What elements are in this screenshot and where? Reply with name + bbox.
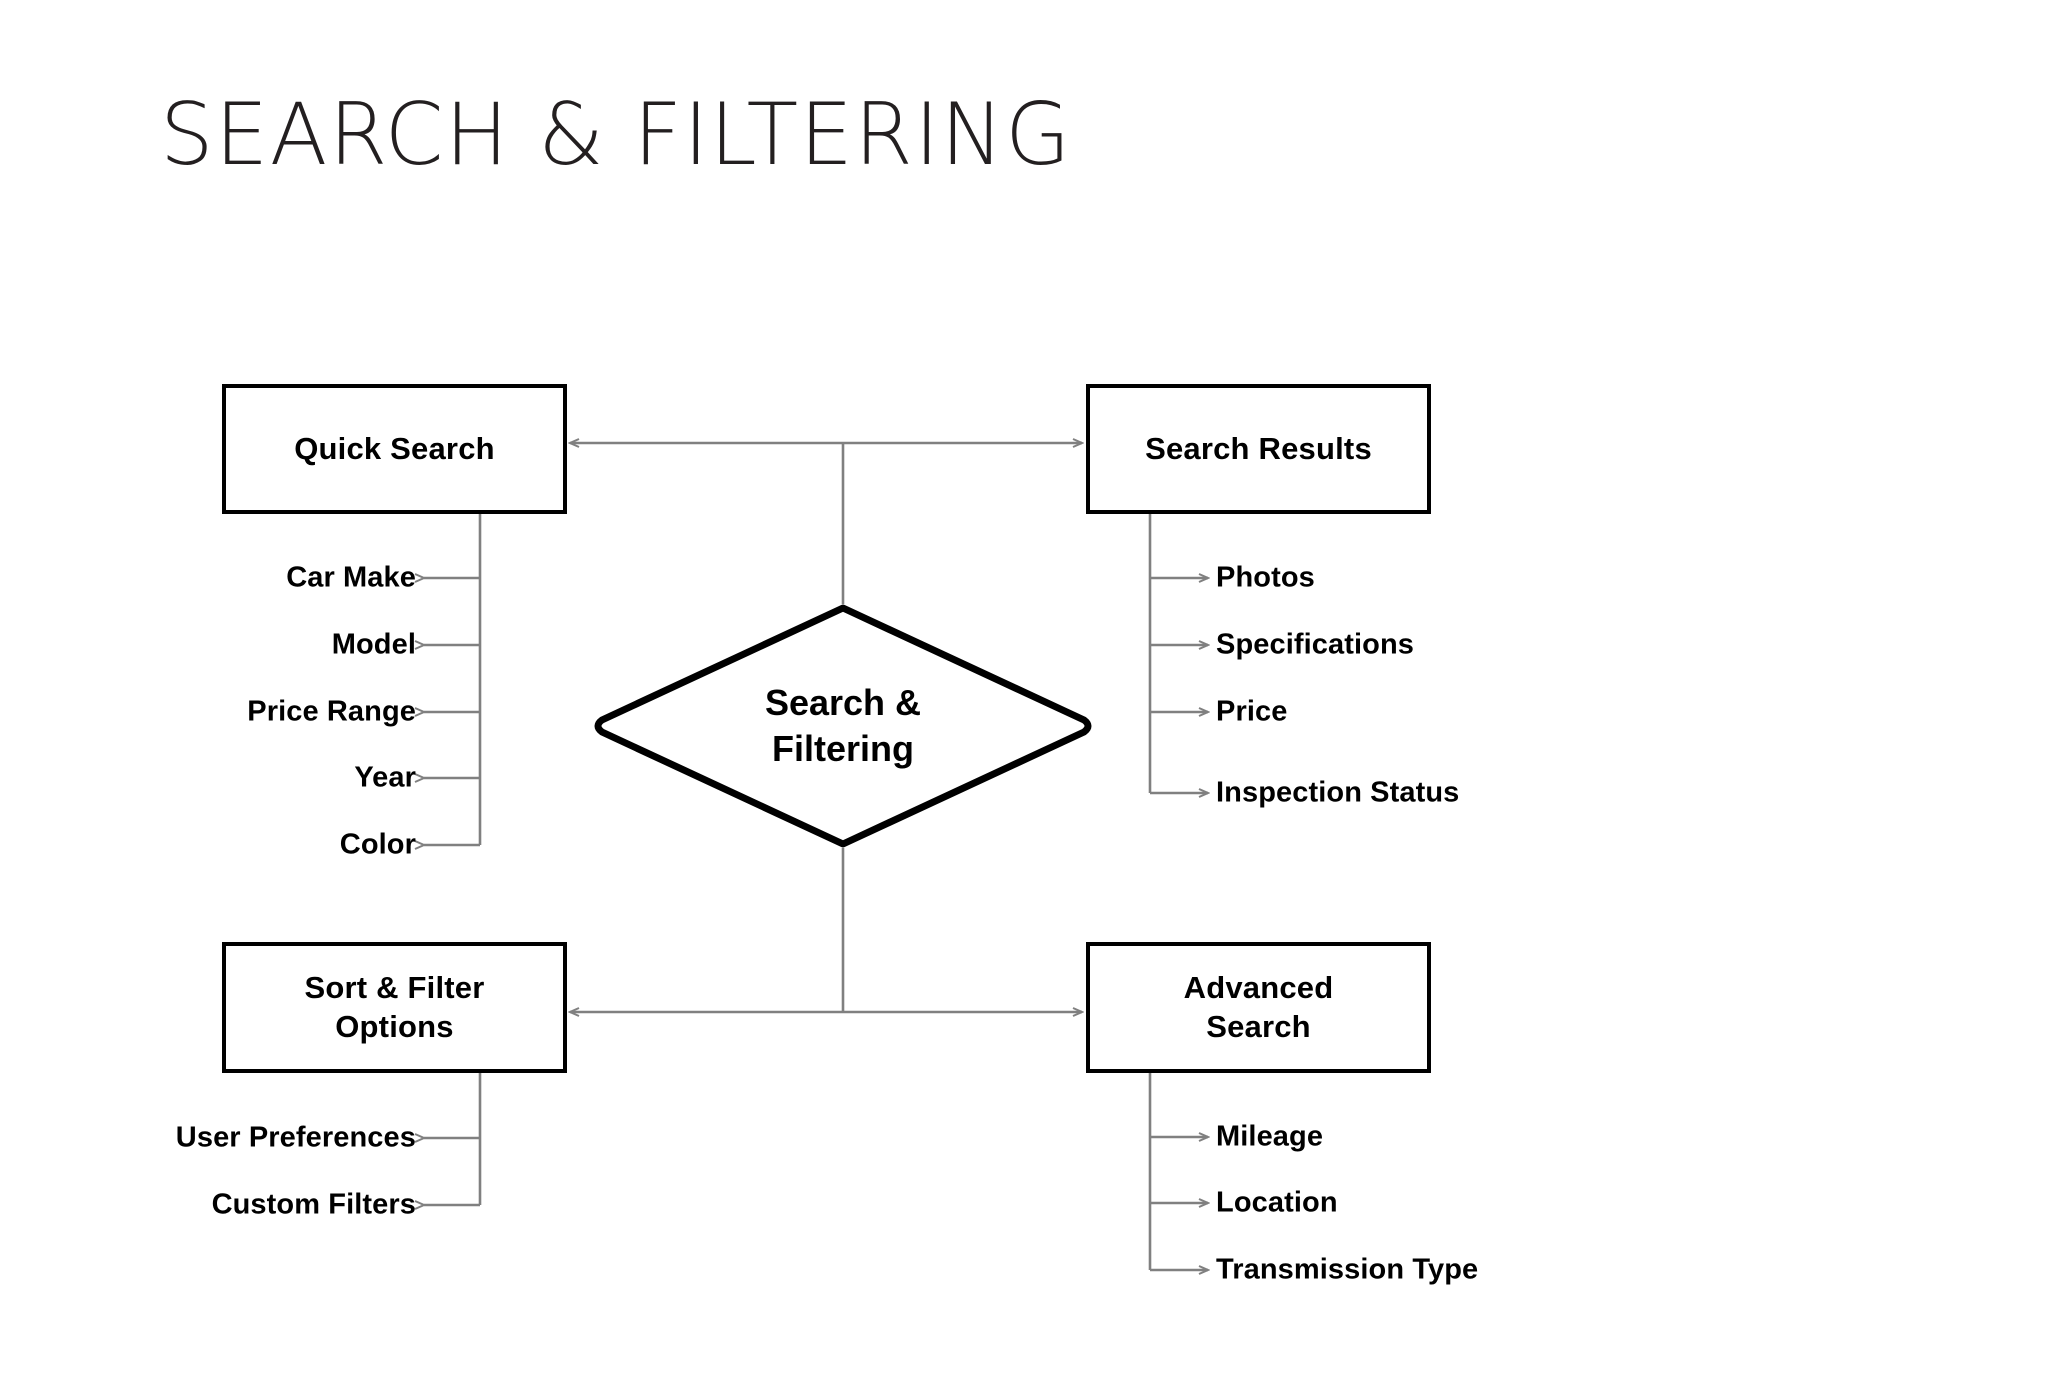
diamond-shape bbox=[594, 604, 1092, 848]
leaf-custom-filters: Custom Filters bbox=[211, 1188, 416, 1221]
leaf-price: Price bbox=[1216, 695, 1288, 728]
leaf-model: Model bbox=[331, 628, 416, 661]
node-search-results-label: Search Results bbox=[1145, 430, 1372, 466]
node-advanced-search[interactable]: Advanced Search bbox=[1086, 942, 1431, 1073]
leaf-year: Year bbox=[354, 761, 416, 794]
leaf-price-range: Price Range bbox=[247, 695, 416, 728]
node-sort-filter-options[interactable]: Sort & Filter Options bbox=[222, 942, 567, 1073]
node-quick-search[interactable]: Quick Search bbox=[222, 384, 567, 514]
node-search-results[interactable]: Search Results bbox=[1086, 384, 1431, 514]
node-advanced-search-label: Advanced Search bbox=[1183, 969, 1334, 1044]
node-sort-filter-options-label: Sort & Filter Options bbox=[304, 969, 485, 1044]
leaf-mileage: Mileage bbox=[1216, 1120, 1324, 1153]
leaf-user-preferences: User Preferences bbox=[175, 1121, 416, 1154]
leaf-car-make: Car Make bbox=[286, 561, 416, 594]
node-search-and-filtering-decision[interactable]: Search & Filtering bbox=[590, 602, 1096, 850]
leaf-color: Color bbox=[339, 828, 416, 861]
leaf-location: Location bbox=[1216, 1186, 1338, 1219]
page-title: SEARCH & FILTERING bbox=[160, 85, 1072, 185]
node-decision-label: Search & Filtering bbox=[764, 681, 922, 769]
node-quick-search-label: Quick Search bbox=[294, 430, 495, 466]
leaf-inspection-status: Inspection Status bbox=[1216, 776, 1460, 809]
leaf-specifications: Specifications bbox=[1216, 628, 1415, 661]
leaf-photos: Photos bbox=[1216, 561, 1315, 594]
leaf-transmission-type: Transmission Type bbox=[1216, 1253, 1479, 1286]
